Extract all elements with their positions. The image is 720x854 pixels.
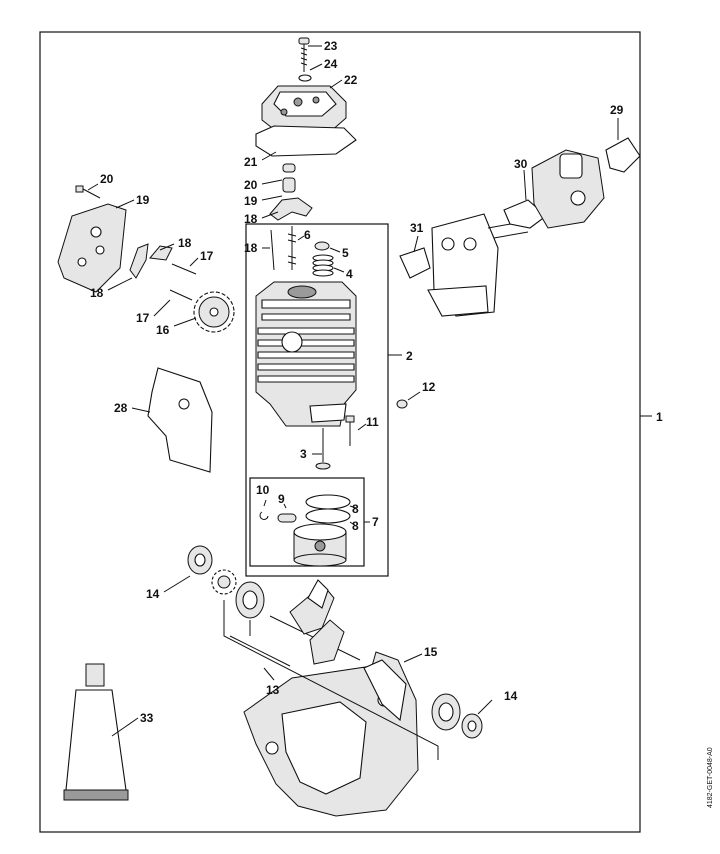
callout-19: 19 — [136, 193, 150, 207]
part-piston-rings-8 — [305, 494, 351, 524]
part-screw-27 — [298, 37, 310, 72]
callout-22: 18 — [244, 212, 258, 226]
diagram-frame — [39, 31, 641, 833]
part-gear-16 — [193, 291, 235, 333]
part-shaft-17b — [169, 289, 193, 301]
part-gasket-30 — [605, 137, 641, 173]
leader-lines — [87, 45, 619, 760]
part-valve-cover-26 — [261, 85, 347, 135]
part-piston-7 — [293, 523, 347, 567]
callout-30: 29 — [610, 103, 624, 117]
callout-28: 24 — [324, 57, 338, 71]
part-seal-14-left — [187, 545, 213, 575]
callout-14a: 14 — [146, 587, 160, 601]
callout-6: 6 — [304, 228, 311, 242]
callout-31: 30 — [514, 157, 528, 171]
part-gasket-32 — [399, 247, 431, 279]
callout-18b: 18 — [90, 286, 104, 300]
callout-8b: 8 — [352, 519, 359, 533]
callout-29: 28 — [114, 401, 128, 415]
part-seal-14-right — [461, 713, 483, 739]
part-pushrod-21 — [270, 229, 275, 271]
callout-23: 19 — [244, 194, 258, 208]
callout-21: 18 — [244, 241, 258, 255]
callout-5: 5 — [342, 246, 349, 260]
part-gasket-25 — [255, 125, 357, 157]
part-carburetor — [531, 149, 605, 229]
callout-15: 15 — [424, 645, 438, 659]
callout-32: 31 — [410, 221, 424, 235]
drawing-code: 4182-GET-0048-A0 — [707, 747, 714, 808]
callout-16: 16 — [156, 323, 170, 337]
callout-14b: 14 — [504, 689, 518, 703]
part-valve-3 — [315, 428, 331, 470]
callout-17b: 17 — [136, 311, 150, 325]
callout-25: 21 — [244, 155, 258, 169]
callout-27: 23 — [324, 39, 338, 53]
part-sleeve-24 — [282, 163, 296, 193]
part-cover-19 — [57, 203, 127, 293]
part-lever-18a — [129, 243, 149, 279]
callout-13: 13 — [266, 683, 280, 697]
part-screw-11 — [345, 415, 355, 446]
part-shaft-17a — [171, 263, 197, 275]
callout-7: 7 — [372, 515, 379, 529]
part-screw-20 — [75, 185, 101, 199]
part-retainer-5 — [314, 241, 330, 251]
callout-20: 20 — [100, 172, 114, 186]
part-crankshaft-13 — [269, 579, 361, 665]
part-crankcase-15 — [243, 651, 419, 817]
callout-10: 10 — [256, 483, 270, 497]
part-clip-10 — [259, 511, 269, 520]
part-stud-6 — [287, 226, 297, 270]
part-rocker-22 — [269, 197, 313, 221]
callout-1: 1 — [656, 410, 663, 424]
callout-18a: 18 — [178, 236, 192, 250]
callout-24: 20 — [244, 178, 258, 192]
callout-11: 11 — [366, 415, 379, 429]
callout-labels: 23 24 22 21 20 19 18 18 6 5 4 2 1 12 11 … — [90, 39, 663, 725]
callout-17a: 17 — [200, 249, 214, 263]
part-lever-18b — [149, 245, 173, 261]
part-spring-4 — [312, 254, 334, 277]
part-tube-33 — [63, 663, 129, 801]
part-manifold-32 — [427, 213, 529, 317]
callout-26: 22 — [344, 73, 358, 87]
part-gear-13a — [211, 569, 237, 595]
part-pin-9 — [277, 513, 297, 523]
part-bearing-14-right — [431, 693, 461, 731]
callout-4: 4 — [346, 267, 353, 281]
callout-3: 3 — [300, 447, 307, 461]
cylinder-assembly-box — [245, 223, 389, 577]
part-plug-12 — [396, 399, 408, 409]
callout-9: 9 — [278, 492, 285, 506]
part-washer-28 — [298, 74, 312, 82]
callout-8a: 8 — [352, 502, 359, 516]
part-gasket-29 — [147, 367, 213, 473]
part-cylinder-2 — [255, 281, 357, 427]
callout-33: 33 — [140, 711, 154, 725]
part-bearing-13b — [235, 581, 265, 619]
callout-2: 2 — [406, 349, 413, 363]
callout-12: 12 — [422, 380, 436, 394]
